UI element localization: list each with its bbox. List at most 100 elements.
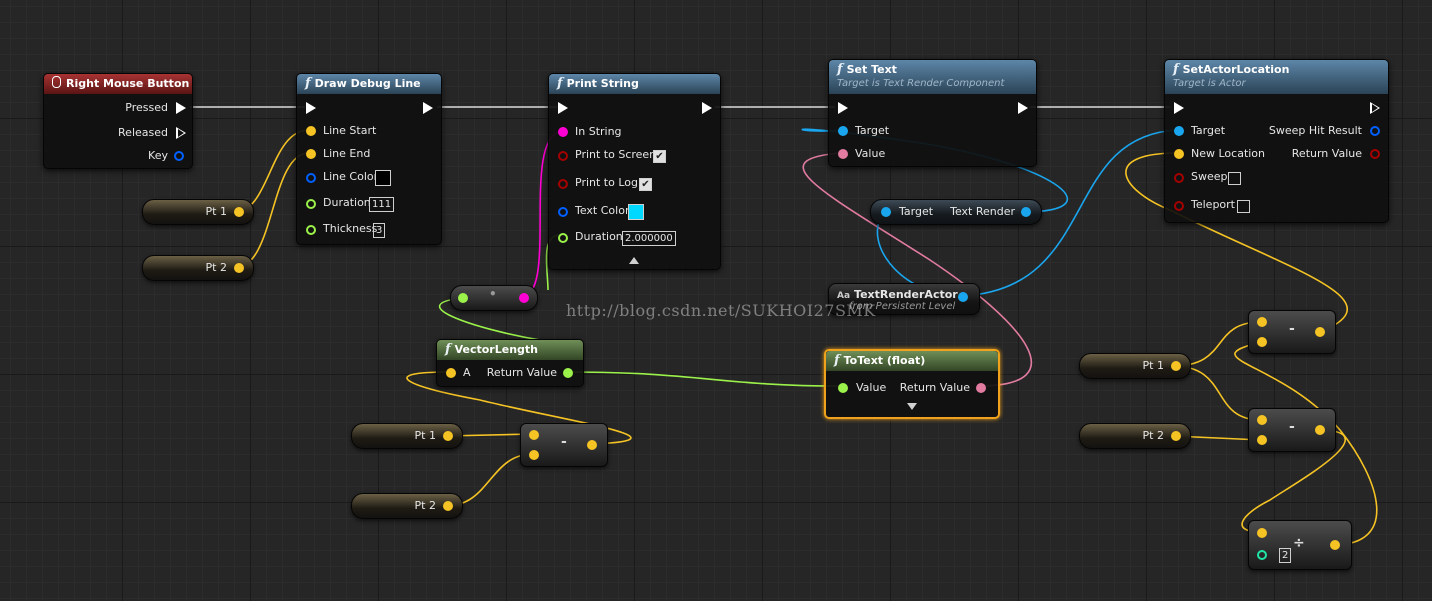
return-value-pin[interactable]: [563, 368, 573, 378]
b-pin[interactable]: [1257, 550, 1267, 560]
line-color-swatch[interactable]: [375, 170, 391, 186]
duration-input[interactable]: 111: [369, 197, 395, 212]
sweep-checkbox[interactable]: [1228, 172, 1241, 185]
subtract-node[interactable]: -: [1248, 310, 1336, 354]
divisor-input[interactable]: 2: [1279, 548, 1292, 563]
a-pin[interactable]: [1257, 317, 1267, 327]
exec-in-pin[interactable]: [558, 102, 568, 114]
pt1-pin[interactable]: [443, 431, 453, 441]
subtract-node[interactable]: -: [1248, 408, 1336, 452]
float-input-pin[interactable]: [458, 293, 468, 303]
print-to-log-checkbox[interactable]: ✔: [639, 178, 652, 191]
new-location-pin[interactable]: [1174, 149, 1184, 159]
conversion-node[interactable]: •: [450, 285, 538, 311]
function-icon: f: [305, 76, 311, 91]
sweep-hit-result-pin[interactable]: [1370, 126, 1380, 136]
pt1-pin[interactable]: [1171, 361, 1181, 371]
sweep-pin[interactable]: [1174, 173, 1184, 183]
divide-node[interactable]: 2 ÷: [1248, 520, 1352, 570]
a-pin[interactable]: [1257, 415, 1267, 425]
result-pin[interactable]: [1330, 540, 1340, 550]
collapse-arrow-icon[interactable]: [907, 403, 917, 410]
exec-out-pin[interactable]: [1370, 102, 1380, 114]
pt2-variable[interactable]: Pt 2: [1079, 423, 1191, 449]
a-pin[interactable]: [529, 430, 539, 440]
exec-in-pin[interactable]: [306, 102, 316, 114]
b-pin[interactable]: [1257, 337, 1267, 347]
result-pin[interactable]: [587, 440, 597, 450]
function-icon: f: [1173, 62, 1179, 77]
value-pin[interactable]: [838, 383, 848, 393]
pt1-variable[interactable]: Pt 1: [142, 199, 254, 225]
result-pin[interactable]: [1315, 425, 1325, 435]
right-mouse-button-node[interactable]: Right Mouse Button Pressed Released Key: [43, 73, 193, 169]
duration-pin[interactable]: [558, 233, 568, 243]
exec-in-pin[interactable]: [1174, 102, 1184, 114]
pt1-pin[interactable]: [234, 207, 244, 217]
target-pin[interactable]: [881, 207, 891, 217]
pt2-variable[interactable]: Pt 2: [142, 255, 254, 281]
pt1-variable[interactable]: Pt 1: [351, 423, 463, 449]
target-pin[interactable]: [1174, 126, 1184, 136]
actor-output-pin[interactable]: [958, 292, 968, 302]
expand-arrow-icon[interactable]: [629, 257, 639, 264]
string-output-pin[interactable]: [519, 293, 529, 303]
return-value-pin[interactable]: [976, 383, 986, 393]
node-header[interactable]: Right Mouse Button: [44, 74, 192, 94]
in-string-pin[interactable]: [558, 127, 568, 137]
teleport-checkbox[interactable]: [1237, 200, 1250, 213]
line-end-pin[interactable]: [306, 149, 316, 159]
thickness-pin[interactable]: [306, 225, 316, 235]
a-pin[interactable]: [1257, 528, 1267, 538]
duration-input[interactable]: 2.000000: [622, 231, 676, 246]
b-pin[interactable]: [529, 450, 539, 460]
pressed-exec-pin[interactable]: [176, 102, 186, 114]
exec-out-pin[interactable]: [423, 102, 433, 114]
line-start-pin[interactable]: [306, 126, 316, 136]
exec-in-pin[interactable]: [838, 102, 848, 114]
value-pin[interactable]: [838, 149, 848, 159]
key-pin[interactable]: [174, 151, 184, 161]
subtract-node[interactable]: -: [520, 423, 608, 467]
target-pin[interactable]: [838, 126, 848, 136]
text-color-swatch[interactable]: [628, 204, 644, 220]
pt2-pin[interactable]: [234, 263, 244, 273]
exec-out-pin[interactable]: [1018, 102, 1028, 114]
pt2-pin[interactable]: [443, 501, 453, 511]
return-value-pin[interactable]: [1370, 149, 1380, 159]
text-render-getter-node[interactable]: Target Text Render: [870, 199, 1042, 225]
line-color-pin[interactable]: [306, 173, 316, 183]
print-to-screen-checkbox[interactable]: ✔: [653, 150, 666, 163]
node-title: Draw Debug Line: [314, 77, 421, 90]
pt2-pin[interactable]: [1171, 431, 1181, 441]
thickness-input[interactable]: 3: [373, 223, 386, 238]
node-subtitle: Target is Actor: [1173, 78, 1246, 89]
duration-pin[interactable]: [306, 199, 316, 209]
exec-out-pin[interactable]: [702, 102, 712, 114]
print-to-log-pin[interactable]: [558, 179, 568, 189]
result-pin[interactable]: [1315, 327, 1325, 337]
a-pin[interactable]: [446, 368, 456, 378]
new-location-label: New Location: [1191, 147, 1266, 160]
pt1-variable[interactable]: Pt 1: [1079, 353, 1191, 379]
teleport-pin[interactable]: [1174, 201, 1184, 211]
text-color-pin[interactable]: [558, 207, 568, 217]
released-exec-pin[interactable]: [176, 127, 186, 139]
text-render-pin[interactable]: [1021, 207, 1031, 217]
b-pin[interactable]: [1257, 435, 1267, 445]
node-title: Print String: [566, 77, 639, 90]
pt2-variable[interactable]: Pt 2: [351, 493, 463, 519]
print-to-screen-pin[interactable]: [558, 151, 568, 161]
